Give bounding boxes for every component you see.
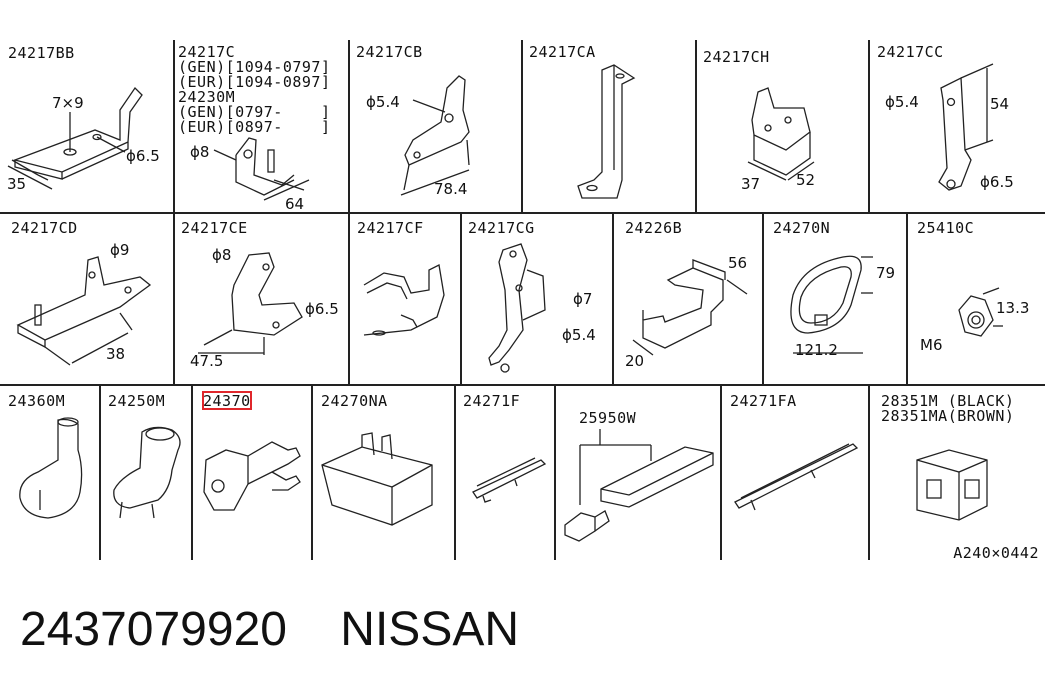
- parts-diagram: 24217BB 7×9 ϕ6.5 35 24217C (GEN)[1094-07…: [0, 40, 1045, 562]
- dimension-label: 7×9: [52, 94, 84, 112]
- nut-drawing: [958, 287, 1003, 337]
- grid-divider: [191, 384, 193, 560]
- part-label[interactable]: 25410C: [917, 219, 975, 237]
- grid-divider: [554, 384, 556, 560]
- grid-divider: [762, 212, 764, 384]
- bracket-drawing: [488, 243, 546, 373]
- part-caption: 2437079920 NISSAN: [20, 598, 519, 662]
- connector-drawing: [916, 449, 988, 521]
- grid-divider: [720, 384, 722, 560]
- part-highlight-box: [202, 391, 252, 410]
- bracket-drawing: [363, 264, 445, 336]
- bracket-drawing: [938, 63, 994, 191]
- dimension-label: 121.2: [795, 341, 838, 359]
- part-label[interactable]: 24217CF: [357, 219, 424, 237]
- bracket-drawing: [747, 87, 815, 181]
- bracket-drawing: [198, 252, 303, 355]
- part-label-highlighted[interactable]: 24370: [203, 392, 251, 410]
- part-label[interactable]: 24217CA: [529, 43, 596, 61]
- dimension-label: 37: [741, 175, 761, 193]
- grid-divider: [0, 212, 1045, 214]
- figure-code: A240×0442: [953, 544, 1039, 562]
- dimension-label: ϕ7: [573, 290, 593, 308]
- dimension-label: 56: [728, 254, 748, 272]
- grid-divider: [868, 40, 870, 212]
- part-label[interactable]: 24271FA: [730, 392, 797, 410]
- dimension-label: 20: [625, 352, 645, 370]
- part-label[interactable]: 25950W: [579, 409, 637, 427]
- clip-drawing: [472, 457, 547, 503]
- boot-drawing: [113, 426, 181, 519]
- cover-drawing: [321, 432, 433, 526]
- bracket-drawing: [213, 137, 310, 201]
- caption-brand: NISSAN: [340, 603, 520, 656]
- grid-divider: [460, 212, 462, 384]
- connector-drawing: [203, 441, 301, 511]
- grid-divider: [868, 384, 870, 560]
- grid-divider: [695, 40, 697, 212]
- bracket-drawing: [632, 259, 748, 356]
- grid-divider: [173, 40, 175, 212]
- dimension-label: 79: [876, 264, 896, 282]
- dimension-label: 78.4: [434, 180, 468, 198]
- dimension-label: 54: [990, 95, 1010, 113]
- part-label[interactable]: 24360M: [8, 392, 66, 410]
- grid-divider: [173, 212, 175, 384]
- grid-divider: [521, 40, 523, 212]
- clip-drawing: [734, 443, 859, 511]
- grid-divider: [454, 384, 456, 560]
- connector-drawing: [564, 429, 714, 542]
- part-label[interactable]: 24270N: [773, 219, 831, 237]
- boot-drawing: [19, 417, 83, 519]
- grid-divider: [906, 212, 908, 384]
- part-label[interactable]: 24217CE: [181, 219, 248, 237]
- dimension-label: ϕ5.4: [366, 93, 400, 111]
- part-label[interactable]: 24250M: [108, 392, 166, 410]
- dimension-label: 47.5: [190, 352, 224, 370]
- dimension-label: 38: [106, 345, 126, 363]
- part-label[interactable]: 28351M (BLACK) 28351MA(BROWN): [881, 392, 1015, 425]
- bracket-drawing: [577, 64, 636, 199]
- bracket-drawing: [16, 256, 152, 366]
- grid-divider: [311, 384, 313, 560]
- dimension-label: 64: [285, 195, 305, 213]
- dimension-label: 52: [796, 171, 816, 189]
- part-label[interactable]: 24217C (GEN)[1094-0797] (EUR)[1094-0897]…: [178, 43, 331, 136]
- part-label[interactable]: 24217CG: [468, 219, 535, 237]
- dimension-label: ϕ8: [190, 143, 210, 161]
- dimension-label: ϕ5.4: [885, 93, 919, 111]
- grid-divider: [0, 384, 1045, 386]
- grid-divider: [348, 40, 350, 212]
- grid-divider: [348, 212, 350, 384]
- part-label[interactable]: 24217CB: [356, 43, 423, 61]
- grid-divider: [99, 384, 101, 560]
- caption-part-number: 2437079920: [20, 603, 287, 656]
- dimension-label: ϕ8: [212, 246, 232, 264]
- part-label[interactable]: 24217CH: [703, 48, 770, 66]
- dimension-label: ϕ6.5: [305, 300, 339, 318]
- dimension-label: ϕ5.4: [562, 326, 596, 344]
- bracket-drawing: [400, 75, 470, 196]
- part-label[interactable]: 24226B: [625, 219, 683, 237]
- part-label[interactable]: 24217BB: [8, 44, 75, 62]
- dimension-label: 13.3: [996, 299, 1030, 317]
- part-label[interactable]: 24270NA: [321, 392, 388, 410]
- part-label[interactable]: 24217CC: [877, 43, 944, 61]
- dimension-label: ϕ6.5: [126, 147, 160, 165]
- grid-divider: [612, 212, 614, 384]
- dimension-label: ϕ6.5: [980, 173, 1014, 191]
- dimension-label: 35: [7, 175, 27, 193]
- bracket-drawing: [7, 86, 143, 190]
- part-label[interactable]: 24271F: [463, 392, 521, 410]
- dimension-label: ϕ9: [110, 241, 130, 259]
- dimension-label: M6: [920, 336, 943, 354]
- part-label[interactable]: 24217CD: [11, 219, 78, 237]
- clip-drawing: [790, 255, 873, 354]
